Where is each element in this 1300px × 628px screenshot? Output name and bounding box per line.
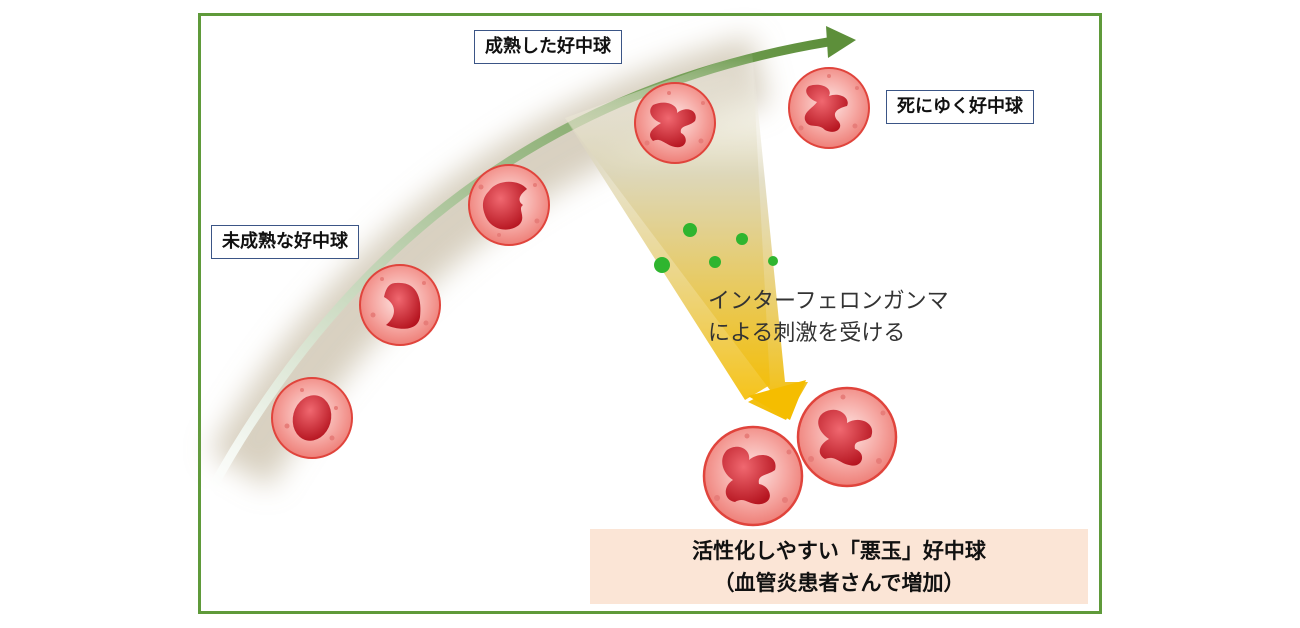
ifn-particle bbox=[709, 256, 721, 268]
label-immature-neutrophil: 未成熟な好中球 bbox=[211, 225, 359, 259]
stimulus-arrowhead-icon bbox=[748, 380, 806, 420]
result-line-2: （血管炎患者さんで増加） bbox=[713, 571, 965, 595]
label-mature-neutrophil: 成熟した好中球 bbox=[474, 30, 622, 64]
activated-cell-right bbox=[796, 386, 898, 488]
ifn-particle bbox=[654, 257, 670, 273]
ifn-particle bbox=[736, 233, 748, 245]
activated-cell-left bbox=[702, 425, 804, 527]
stimulus-line-2: による刺激を受ける bbox=[708, 321, 906, 346]
cell-stage-5 bbox=[788, 67, 870, 149]
ifn-particles bbox=[654, 223, 778, 273]
stimulus-cone-body bbox=[565, 50, 770, 400]
cell-stage-4 bbox=[634, 82, 716, 164]
ifn-particle bbox=[768, 256, 778, 266]
stimulus-line-1: インターフェロンガンマ bbox=[708, 289, 949, 314]
diagram-frame bbox=[198, 13, 1102, 614]
result-line-1: 活性化しやすい「悪玉」好中球 bbox=[692, 539, 986, 563]
result-box: 活性化しやすい「悪玉」好中球 （血管炎患者さんで増加） bbox=[590, 529, 1088, 604]
cell-stage-1 bbox=[271, 377, 353, 459]
label-dying-neutrophil: 死にゆく好中球 bbox=[886, 90, 1034, 124]
ifn-particle bbox=[683, 223, 697, 237]
maturation-arrowhead-icon bbox=[826, 26, 856, 58]
cell-stage-3 bbox=[468, 164, 550, 246]
cell-stage-2 bbox=[359, 264, 441, 346]
stimulus-text: インターフェロンガンマ による刺激を受ける bbox=[708, 286, 949, 350]
